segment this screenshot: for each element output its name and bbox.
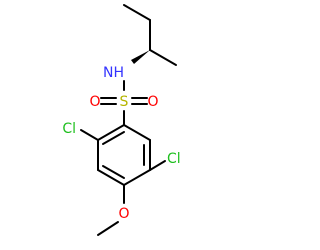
atom-cl-right-label: Cl bbox=[167, 151, 181, 167]
bond-ethyl-terminal bbox=[123, 4, 151, 21]
atom-o-right-label: O bbox=[147, 94, 158, 110]
atom-o-left-label: O bbox=[89, 94, 100, 110]
atom-nh-label: NH bbox=[103, 65, 124, 81]
wedge-bond-stereocenter bbox=[131, 50, 150, 64]
atom-s-label: S bbox=[120, 94, 129, 110]
ring-double-bond-a bbox=[102, 131, 125, 145]
ring-bond-4 bbox=[97, 169, 125, 186]
bond-c-cl-right bbox=[149, 160, 166, 171]
ring-double-bond-c bbox=[102, 165, 125, 179]
bond-methyl bbox=[149, 49, 177, 66]
atom-o-methoxy-label: O bbox=[118, 206, 129, 222]
structure-diagram: NH S O O Cl Cl O bbox=[62, 4, 181, 236]
atom-cl-left-label: Cl bbox=[62, 121, 76, 137]
ring-bond-6 bbox=[97, 124, 125, 141]
ring-bond-1 bbox=[123, 124, 151, 141]
ring-bond-3 bbox=[123, 169, 151, 186]
bond-o-methyl bbox=[97, 221, 119, 236]
bond-c-cl-left bbox=[80, 129, 99, 141]
